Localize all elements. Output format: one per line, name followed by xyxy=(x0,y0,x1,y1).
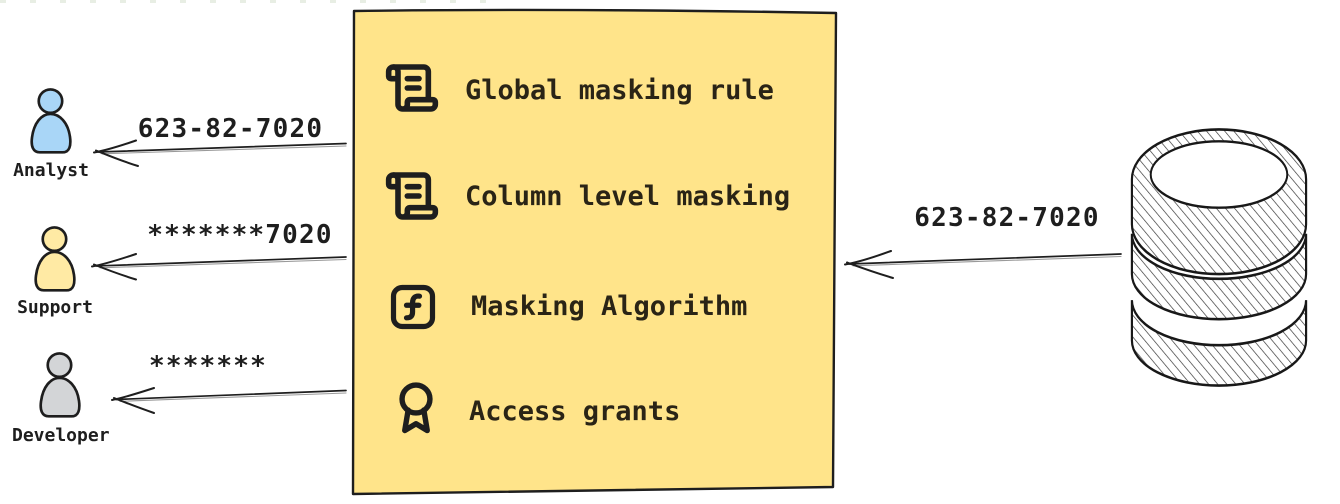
masking-box-item-global-rule: Global masking rule xyxy=(465,75,774,106)
support-received-value: *******7020 xyxy=(147,220,333,250)
masking-box-item-column-masking: Column level masking xyxy=(465,181,791,212)
support-person-icon xyxy=(34,226,76,292)
masking-box xyxy=(351,8,838,496)
support-label: Support xyxy=(17,297,93,318)
scroll-text-icon xyxy=(385,172,439,220)
arrow-to-support xyxy=(91,253,347,281)
database-outgoing-value: 623-82-7020 xyxy=(914,203,1100,233)
arrow-to-developer xyxy=(111,387,347,414)
developer-label: Developer xyxy=(12,425,110,446)
analyst-label: Analyst xyxy=(13,160,89,181)
developer-received-value: ******* xyxy=(149,351,267,381)
analyst-received-value: 623-82-7020 xyxy=(137,114,324,144)
analyst-person-icon xyxy=(30,88,72,154)
developer-person-icon xyxy=(39,352,81,418)
database-icon xyxy=(1130,128,1308,387)
arrow-to-analyst xyxy=(93,139,347,167)
award-icon xyxy=(399,382,433,434)
masking-box-item-masking-algorithm: Masking Algorithm xyxy=(471,291,748,322)
arrow-from-database xyxy=(844,250,1122,279)
function-square-icon xyxy=(390,284,436,330)
scroll-text-icon xyxy=(385,64,439,112)
masking-box-item-access-grants: Access grants xyxy=(469,396,681,427)
cropped-dotted-line xyxy=(0,0,495,3)
